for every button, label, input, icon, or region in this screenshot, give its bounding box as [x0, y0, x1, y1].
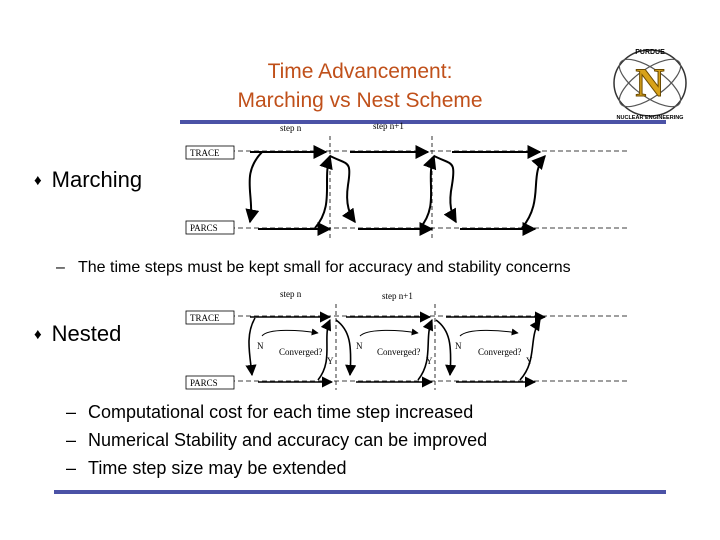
nested-point: –Numerical Stability and accuracy can be… — [66, 430, 487, 451]
nested-converged-label: Converged? — [279, 347, 322, 357]
diamond-bullet-icon: ♦ — [34, 326, 42, 343]
nested-diagram: step n step n+1 TRACE PARCS — [185, 289, 630, 390]
nested-trace-box — [185, 310, 235, 325]
nested-no-label: N — [356, 341, 363, 351]
footer-rule — [54, 490, 666, 494]
bullet-nested: ♦ Nested — [34, 321, 121, 347]
dash-bullet: – — [56, 259, 65, 276]
nested-converged-label: Converged? — [377, 347, 420, 357]
marching-trace-label: TRACE — [190, 148, 220, 158]
title-rule — [180, 120, 666, 124]
nested-converged-label: Converged? — [478, 347, 521, 357]
logo-text-bottom: NUCLEAR ENGINEERING — [617, 115, 684, 121]
bullet-marching-label: Marching — [51, 167, 143, 192]
dash-bullet: – — [66, 430, 77, 450]
marching-step-n-label: step n — [280, 123, 302, 133]
bullet-marching: ♦ Marching — [34, 167, 142, 193]
nested-no-label: N — [257, 341, 264, 351]
nested-step-n-label: step n — [280, 289, 302, 299]
title-line-1: Time Advancement: — [267, 60, 453, 83]
nested-yes-label: Y — [426, 356, 433, 366]
nested-parcs-box — [185, 375, 235, 390]
marching-diagram: step n step n+1 TRACE PARCS — [185, 121, 630, 240]
marching-note: –The time steps must be kept small for a… — [56, 259, 571, 277]
nested-step-n1-label: step n+1 — [382, 291, 413, 301]
nested-point: –Computational cost for each time step i… — [66, 402, 473, 423]
nested-yes-label: Y — [327, 356, 334, 366]
logo-text-top: PURDUE — [635, 49, 665, 56]
nested-point: –Time step size may be extended — [66, 458, 346, 479]
nested-yes-label: Y — [526, 356, 533, 366]
marching-step-n1-label: step n+1 — [373, 121, 404, 131]
nested-point-text: Numerical Stability and accuracy can be … — [88, 430, 488, 450]
marching-parcs-box — [185, 220, 235, 235]
title-line-2: Marching vs Nest Scheme — [237, 89, 483, 112]
marching-note-text: The time steps must be kept small for ac… — [78, 259, 571, 276]
slide-title: Time Advancement: Marching vs Nest Schem… — [160, 57, 560, 115]
logo-letter: N — [636, 60, 665, 105]
marching-trace-box — [185, 145, 235, 160]
bullet-nested-label: Nested — [51, 321, 122, 346]
dash-bullet: – — [66, 402, 77, 422]
nested-point-text: Computational cost for each time step in… — [88, 402, 474, 422]
nested-no-label: N — [455, 341, 462, 351]
nested-trace-label: TRACE — [190, 313, 220, 323]
diamond-bullet-icon: ♦ — [34, 172, 42, 189]
nested-point-text: Time step size may be extended — [88, 458, 347, 478]
nested-parcs-label: PARCS — [190, 378, 218, 388]
purdue-nuclear-logo: N PURDUE NUCLEAR ENGINEERING — [613, 49, 687, 121]
marching-parcs-label: PARCS — [190, 223, 218, 233]
dash-bullet: – — [66, 458, 77, 478]
